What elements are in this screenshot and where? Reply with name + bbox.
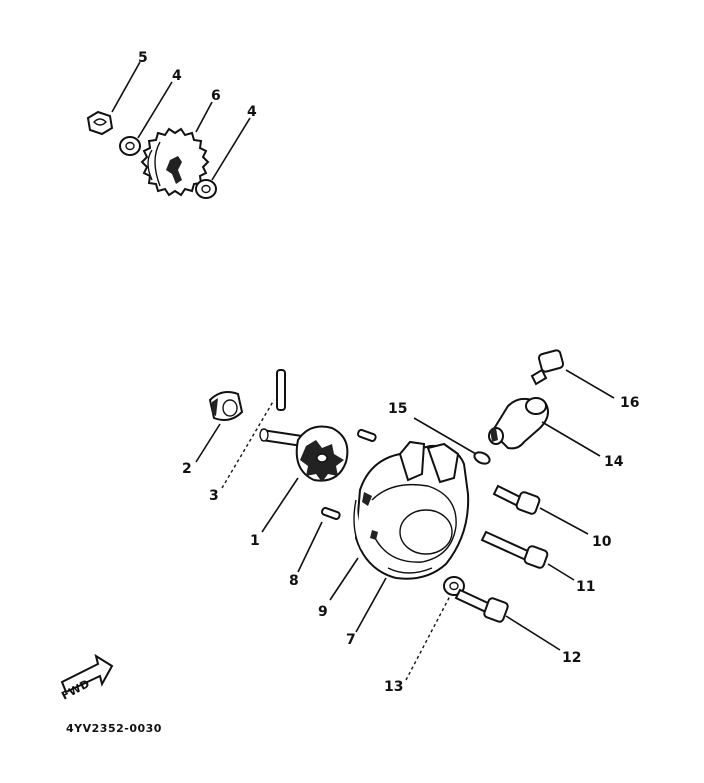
- impeller-shaft-part-1: [259, 425, 349, 482]
- callout-labels: 5 4 6 4 16 15 14 2 3 10 1 11 8 9 7 12 13: [138, 50, 639, 695]
- callout-12: 12: [562, 650, 581, 666]
- callout-16: 16: [620, 395, 639, 411]
- callout-14: 14: [604, 454, 624, 470]
- callout-13: 13: [384, 679, 403, 695]
- callout-8: 8: [289, 573, 299, 589]
- callout-10: 10: [592, 534, 612, 550]
- forward-direction-marker: FWD: [59, 653, 114, 703]
- bolt-part-11: [480, 530, 549, 569]
- pin-part-3: [276, 369, 286, 411]
- callout-5: 5: [138, 50, 148, 66]
- pipe-fitting-part-14: [488, 397, 549, 450]
- figure-code: 4YV2352-0030: [66, 722, 162, 735]
- gasket-part-9: [353, 499, 363, 553]
- pump-assembly: [195, 349, 615, 681]
- gear-part-6: [140, 127, 210, 197]
- callout-9: 9: [318, 604, 328, 620]
- oil-seal-part-2: [208, 391, 244, 421]
- callout-4a: 4: [172, 68, 182, 84]
- bolt-part-12: [454, 588, 509, 623]
- o-ring-part-15: [473, 451, 491, 465]
- callout-3: 3: [209, 488, 219, 504]
- nut-part-5: [86, 110, 114, 136]
- callout-6: 6: [211, 88, 221, 104]
- small-pin: [357, 428, 377, 442]
- callout-2: 2: [182, 461, 192, 477]
- callout-15: 15: [388, 401, 407, 417]
- bolt-part-10: [492, 484, 541, 515]
- callout-4b: 4: [247, 104, 257, 120]
- washer-part-4-left: [119, 136, 141, 156]
- bolt-part-16: [530, 349, 565, 386]
- callout-7: 7: [346, 632, 356, 648]
- washer-part-4-right: [195, 179, 217, 199]
- callout-11: 11: [576, 579, 595, 595]
- gear-assembly: [86, 61, 251, 199]
- dowel-pin-part-8: [321, 506, 341, 520]
- pump-housing-part-7: [354, 440, 470, 580]
- callout-1: 1: [250, 533, 260, 549]
